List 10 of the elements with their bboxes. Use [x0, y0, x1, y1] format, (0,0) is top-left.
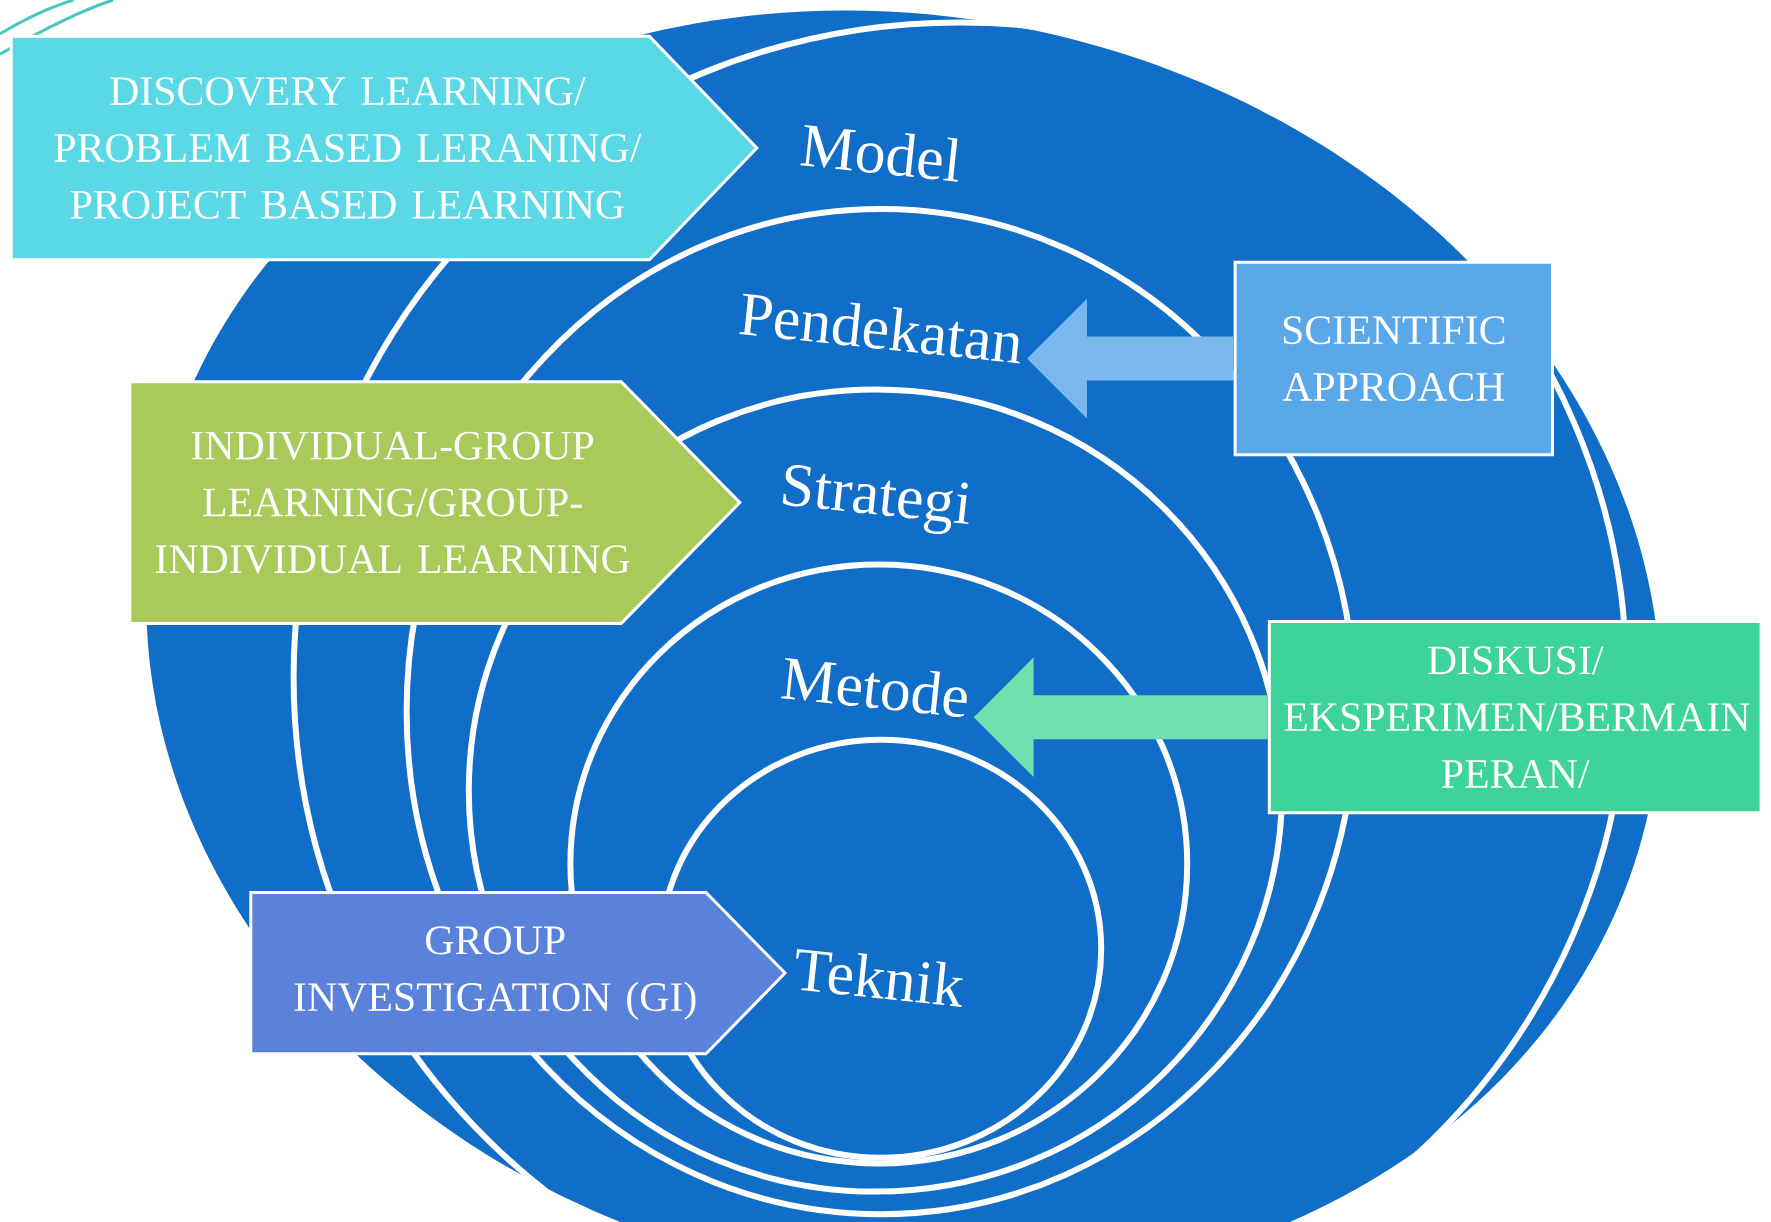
label-box: SCIENTIFIC APPROACH	[1233, 260, 1554, 457]
ring-label: Teknik	[796, 948, 963, 1007]
pentagon-arrow-box: DISCOVERY LEARNING/ PROBLEM BASED LERANING/ PROJECT BASED LEARNING	[9, 34, 759, 262]
ring-label: Strategi	[782, 465, 969, 534]
ring-label: Pendekatan	[739, 293, 1020, 364]
label-box: DISKUSI/ EKSPERIMEN/BERMAIN PERAN/	[1267, 619, 1763, 815]
pentagon-arrow-box: INDIVIDUAL-GROUP LEARNING/GROUP-INDIVIDUAL LEARNING	[128, 380, 742, 625]
ring-label: Metode	[781, 657, 967, 717]
pentagon-arrow-box: GROUP INVESTIGATION (GI)	[249, 890, 788, 1056]
ring-label: Model	[800, 124, 958, 182]
